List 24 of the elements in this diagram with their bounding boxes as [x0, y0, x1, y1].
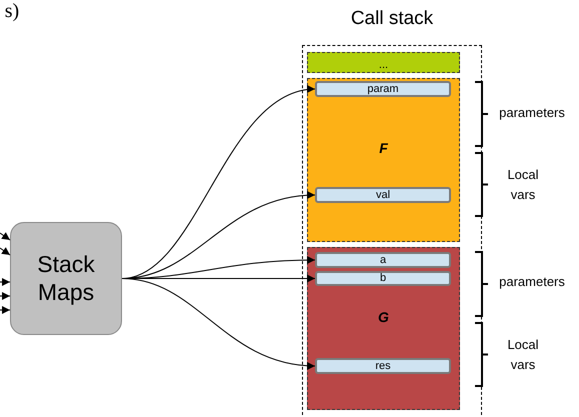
arrow [0, 306, 10, 314]
bracket-label: parameters [498, 104, 566, 122]
variable-slot: a [315, 252, 451, 268]
arrow [0, 278, 10, 286]
variable-slot: param [315, 81, 451, 97]
ellipsis: ... [378, 60, 390, 71]
frame-name: G [377, 310, 390, 324]
arrow [0, 232, 10, 240]
arrow [122, 278, 316, 370]
bracket-label: parameters [498, 273, 566, 291]
variable-slot: res [315, 358, 451, 374]
arrow [0, 247, 10, 256]
bracket-label: Local vars [506, 166, 540, 204]
variable-slot: b [315, 271, 451, 286]
variable-slot: val [315, 187, 451, 203]
function-frame [307, 247, 460, 410]
stack-frame [307, 52, 460, 73]
bracket-label: Local vars [506, 336, 540, 374]
caption-fragment: s) [4, 0, 20, 24]
function-frame [307, 78, 460, 242]
arrow [0, 292, 10, 300]
heading: Call stack [350, 8, 434, 30]
process-box: Stack Maps [10, 222, 122, 335]
frame-name: F [378, 141, 389, 155]
